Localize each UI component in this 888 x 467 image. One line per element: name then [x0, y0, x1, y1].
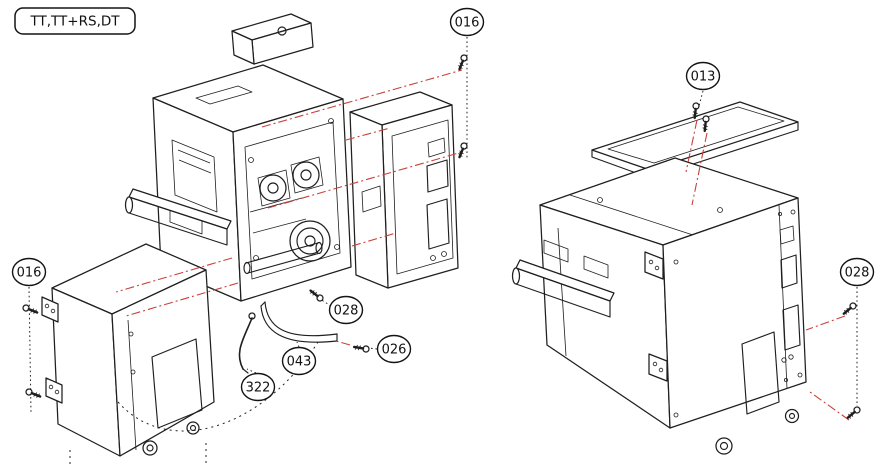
caster-wheels	[142, 421, 200, 456]
callout-016-left: 016	[11, 257, 47, 287]
main-chassis	[152, 13, 352, 302]
callout-016-top: 016	[449, 7, 485, 37]
dsub-connector	[782, 304, 801, 351]
connector-panel	[778, 211, 801, 382]
callout-label: 322	[246, 381, 271, 396]
screw-icon	[458, 142, 468, 159]
screw-icon	[842, 302, 857, 315]
side-pcb	[171, 139, 218, 213]
variant-label-text: TT,TT+RS,DT	[30, 14, 121, 30]
tube-043	[260, 301, 338, 343]
variant-label: TT,TT+RS,DT	[14, 7, 136, 35]
callout-label: 043	[287, 355, 312, 370]
hinge-tab-top	[644, 251, 664, 280]
dsub-connector	[426, 198, 450, 250]
tear-bar	[124, 188, 232, 246]
callout-028-mechanism: 028	[328, 295, 364, 325]
screw-icon	[25, 388, 42, 398]
screw-icon	[702, 115, 710, 133]
callout-026: 026	[376, 334, 412, 364]
tear-bar	[511, 239, 615, 318]
connector-cutout	[427, 137, 446, 158]
hinge-tab-bottom	[648, 353, 668, 382]
callout-label: 013	[691, 70, 716, 85]
front-cover	[41, 243, 215, 457]
callout-label: 016	[455, 16, 480, 31]
main-drive-motor	[289, 220, 331, 262]
head-knob	[277, 26, 287, 36]
callout-label: 028	[334, 304, 359, 319]
right-assembled-view	[511, 90, 861, 455]
stepper-motor-left	[257, 169, 291, 207]
callout-043: 043	[281, 346, 317, 376]
callout-label: 016	[17, 266, 42, 281]
screw-icon	[692, 102, 700, 120]
callout-label: 028	[845, 266, 870, 281]
ground-wire-322	[238, 312, 256, 374]
electronics-cover	[349, 91, 459, 289]
dsub-connector	[780, 254, 798, 289]
dsub-connector	[426, 159, 449, 193]
callout-322: 322	[240, 372, 276, 402]
top-cover-frame	[591, 101, 799, 179]
left-exploded-view	[22, 13, 468, 467]
printer-body	[539, 157, 807, 455]
caster-wheels	[715, 408, 800, 455]
screw-icon	[458, 54, 468, 71]
vent-grille	[741, 331, 780, 415]
alignment-lines	[115, 69, 463, 346]
alignment-lines	[685, 119, 850, 421]
stepper-motor-right	[290, 156, 324, 194]
callout-013: 013	[685, 61, 721, 91]
screw-icon	[309, 289, 324, 302]
vent-grille	[151, 338, 203, 429]
screw-icon	[22, 304, 39, 314]
screw-icon	[352, 344, 370, 353]
callout-label: 026	[382, 343, 407, 358]
hinge-tab-bottom	[45, 377, 63, 404]
callout-028-right: 028	[839, 257, 875, 287]
hinge-tab-top	[41, 296, 59, 323]
screw-icon	[846, 406, 861, 419]
